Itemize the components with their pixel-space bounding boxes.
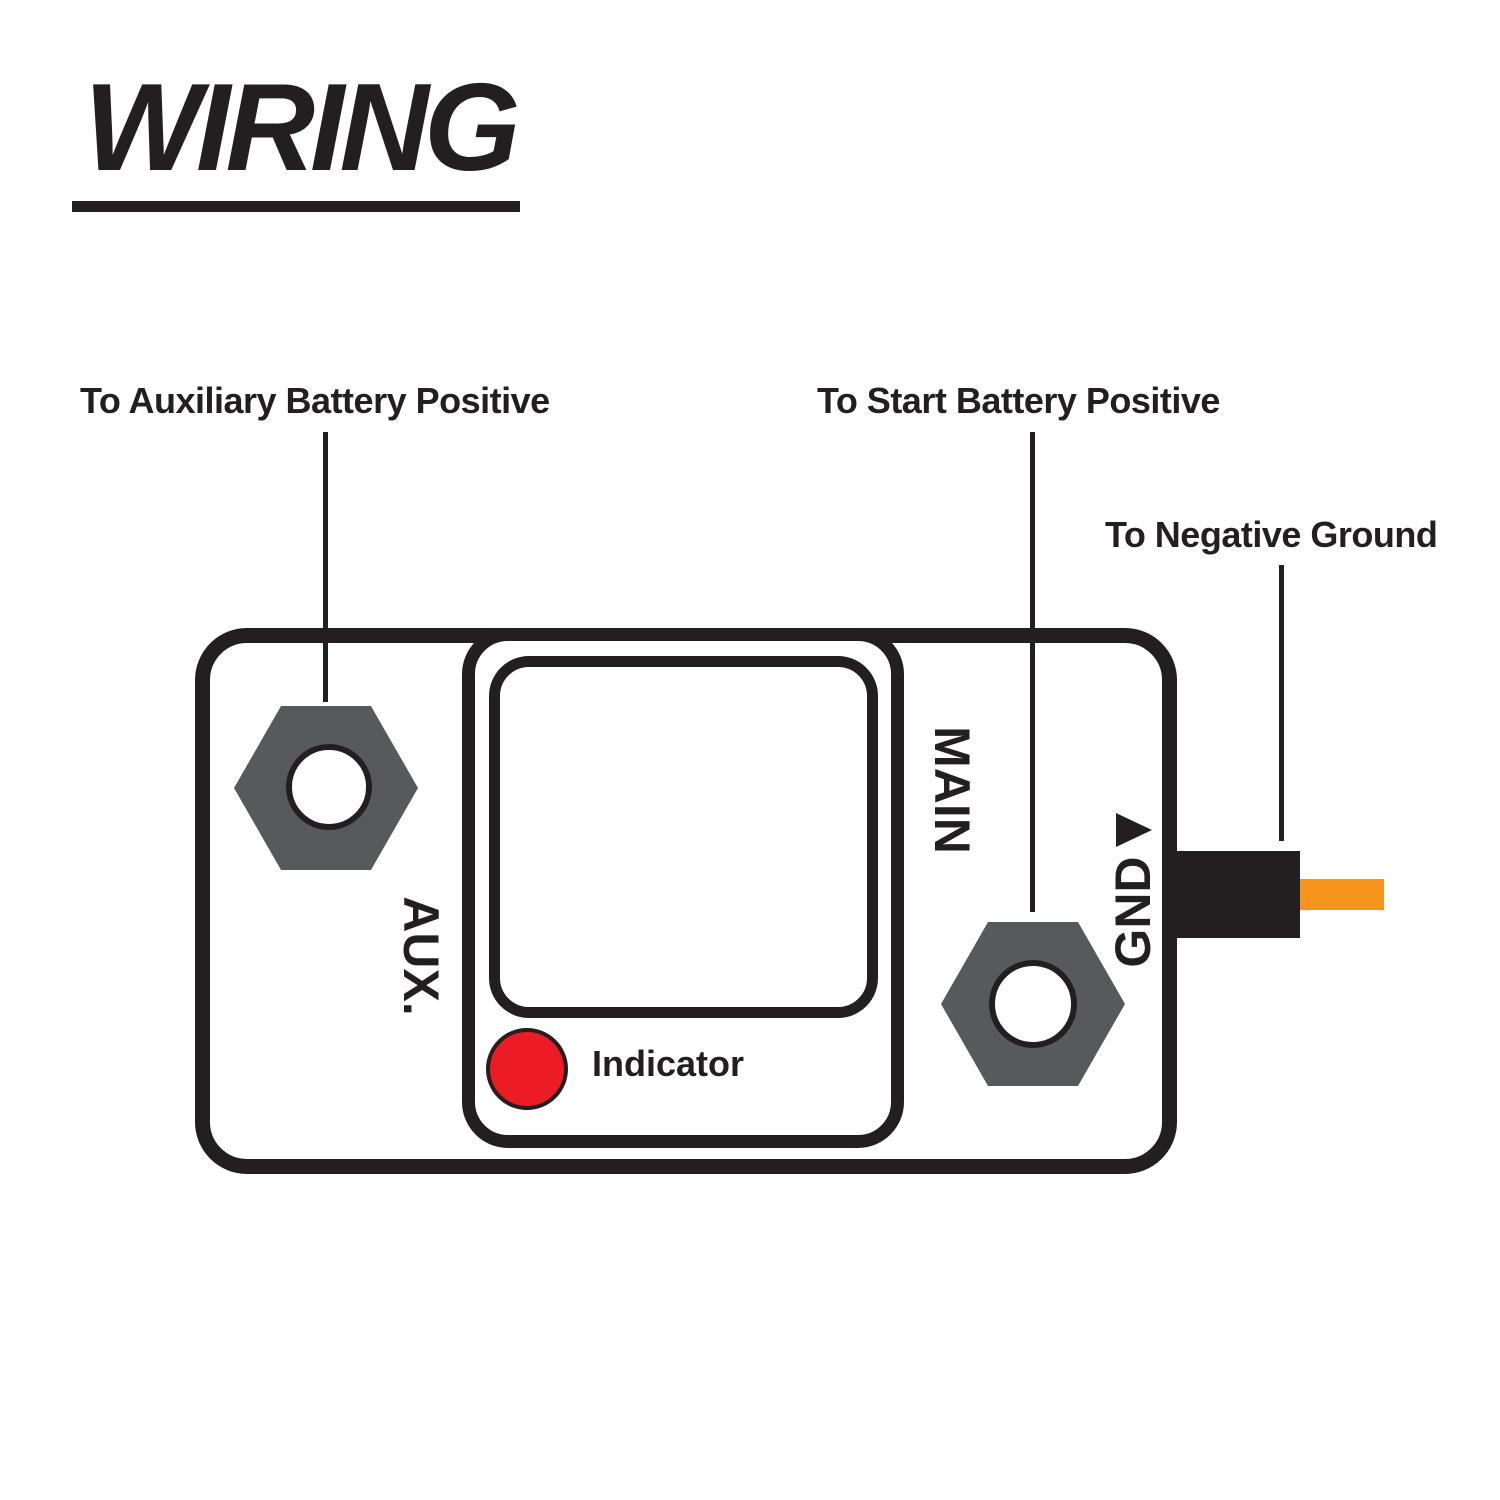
gnd-arrow-icon xyxy=(1116,813,1152,847)
main-terminal-text: MAIN xyxy=(924,726,980,854)
ground-connector-tab xyxy=(1168,851,1300,938)
callout-negative-ground: To Negative Ground xyxy=(1105,514,1438,555)
display-screen xyxy=(489,656,878,1018)
ground-wire xyxy=(1300,879,1384,910)
title-underline xyxy=(72,201,520,212)
leader-line-start xyxy=(1030,432,1035,912)
indicator-label: Indicator xyxy=(592,1043,745,1084)
page-title: WIRING xyxy=(84,59,520,197)
callout-start-battery-positive: To Start Battery Positive xyxy=(817,380,1220,421)
indicator-led xyxy=(486,1028,568,1110)
main-terminal-nut xyxy=(941,922,1125,1086)
aux-terminal-text: AUX. xyxy=(393,896,449,1016)
aux-terminal-nut xyxy=(234,706,418,870)
aux-nut-hole xyxy=(286,744,372,830)
leader-line-aux xyxy=(323,432,328,702)
gnd-terminal-text: GND xyxy=(1105,856,1161,968)
main-nut-hole xyxy=(989,960,1077,1048)
leader-line-ground xyxy=(1279,565,1284,841)
callout-aux-battery-positive: To Auxiliary Battery Positive xyxy=(80,380,550,421)
